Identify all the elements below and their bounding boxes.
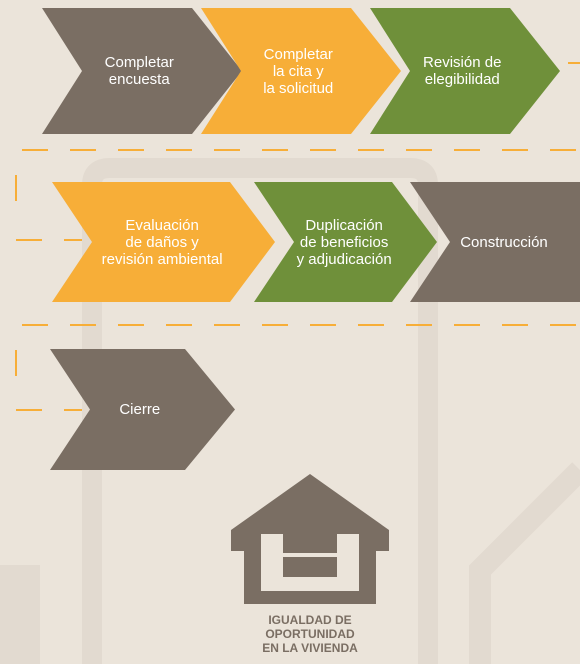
equal-housing-house-icon [231, 474, 389, 604]
chevron-evaluacion-danos [52, 182, 275, 302]
bg-block-left [0, 565, 40, 664]
chevron-revision-elegibilidad [370, 8, 560, 134]
equal-sign-bar-top [283, 533, 337, 553]
chevron-construccion [410, 182, 580, 302]
equal-housing-text: IGUALDAD DE OPORTUNIDAD EN LA VIVIENDA [262, 613, 358, 655]
equal-sign-bar-bottom [283, 557, 337, 577]
chevron-duplicacion-beneficios [254, 182, 437, 302]
chevron-steps [42, 8, 580, 470]
bg-house-wall [82, 158, 438, 664]
step-label-cierre: Cierre [119, 401, 161, 418]
equal-housing-logo [231, 474, 389, 604]
chevron-completar-cita-solicitud [201, 8, 401, 134]
step-label-evaluacion-danos: Evaluación de daños y revisión ambiental [101, 216, 223, 268]
background-house-outline [0, 158, 580, 664]
step-label-completar-cita-solicitud: Completar la cita y la solicitud [263, 45, 334, 97]
step-label-completar-encuesta: Completar encuesta [104, 54, 174, 88]
bg-roof-line [469, 462, 580, 664]
chevron-completar-encuesta [42, 8, 242, 134]
step-label-construccion: Construcción [460, 233, 548, 251]
dashed-connectors [15, 62, 580, 411]
step-label-revision-elegibilidad: Revisión de elegibilidad [423, 54, 502, 88]
step-label-duplicacion-beneficios: Duplicación de beneficios y adjudicación [296, 216, 392, 268]
chevron-cierre [50, 349, 235, 470]
